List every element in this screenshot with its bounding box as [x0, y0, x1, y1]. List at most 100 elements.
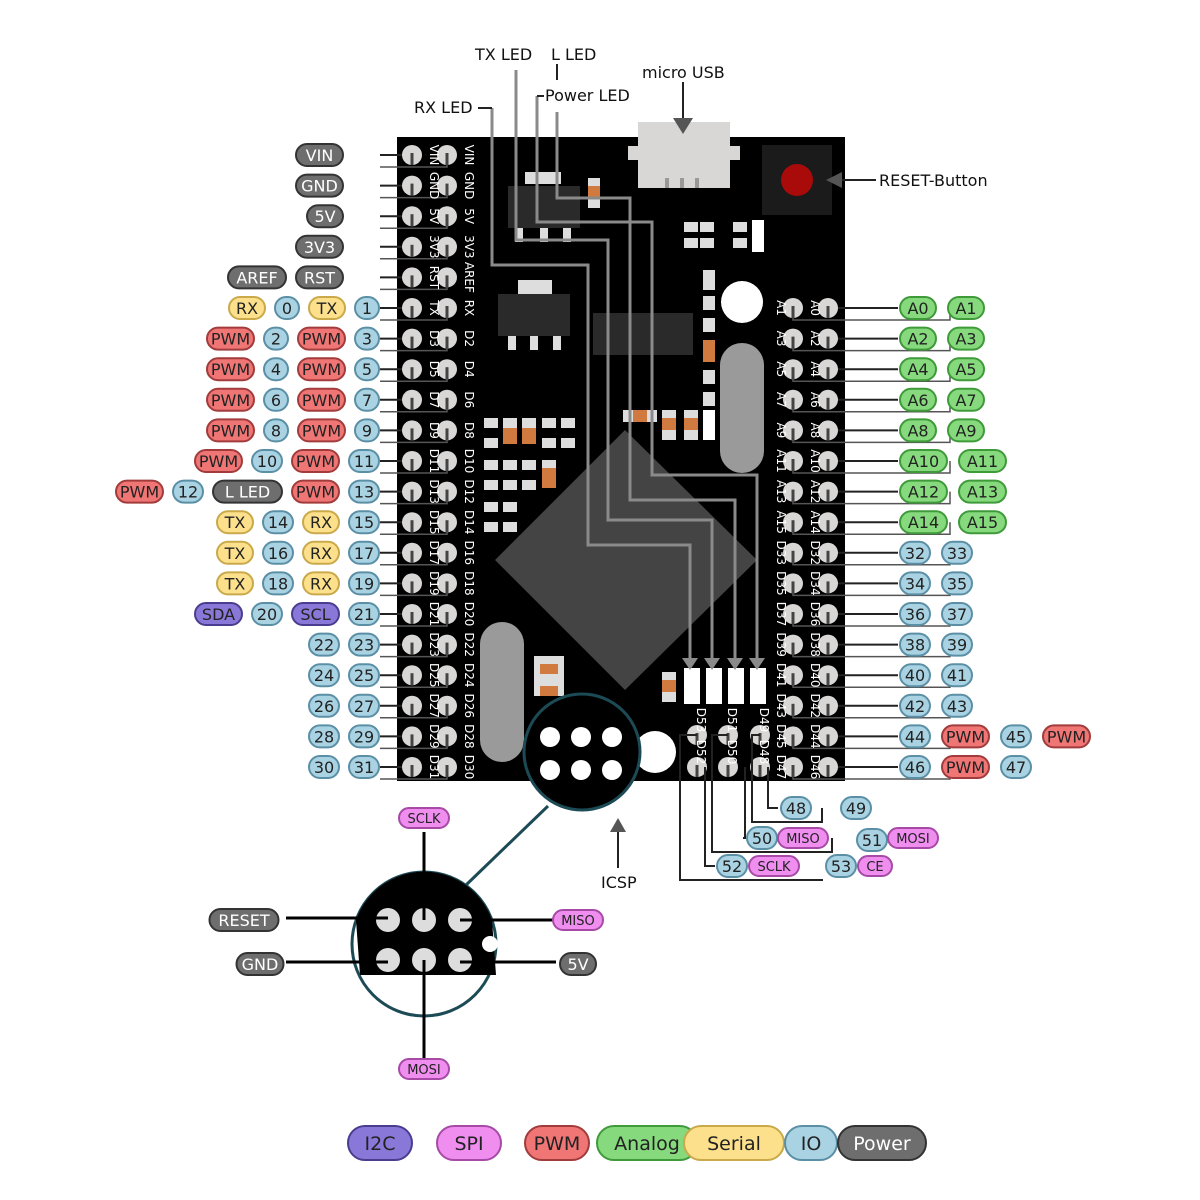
pin-tag-label: 5V — [567, 955, 588, 974]
pin-trace — [445, 244, 449, 257]
pin-silk-label: D18 — [462, 571, 476, 596]
pin-tag-io: 5 — [354, 357, 380, 382]
pin-tag-bg — [348, 632, 380, 657]
pin-tag-bg — [856, 828, 888, 852]
pin-tag-label: 7 — [362, 391, 372, 410]
pin-tag-label: 20 — [257, 605, 277, 624]
pin-tag-bg — [348, 449, 380, 473]
pin-silk-label: A4 — [808, 361, 822, 377]
pin-silk-label: D12 — [462, 479, 476, 504]
pin-trace — [445, 765, 449, 777]
pin-trace — [445, 489, 449, 502]
pin-tag-pwm: PWM — [941, 724, 990, 749]
pin-tag-pwm: PWM — [297, 387, 346, 412]
pin-tag-io: 26 — [308, 693, 340, 718]
pin-tag-bg — [348, 571, 380, 596]
pin-tag-power: 5V — [306, 204, 344, 229]
pin-silk-label: D23 — [427, 632, 441, 657]
pin-silk-label: A9 — [774, 422, 788, 438]
pin-tag-label: A4 — [907, 360, 928, 379]
pin-tag-bg — [947, 418, 985, 443]
pin-trace — [445, 428, 449, 441]
pin-tag-label: 13 — [354, 483, 374, 502]
legend-swatch — [837, 1125, 927, 1161]
pin-tag-label: 44 — [905, 727, 925, 746]
pin-tag-label: 17 — [354, 544, 374, 563]
pin-trace — [826, 428, 830, 441]
pin-trace — [445, 306, 449, 318]
pin-tag-label: MOSI — [407, 1063, 441, 1078]
legend-label: PWM — [534, 1133, 581, 1155]
micro-usb-connector — [628, 122, 740, 188]
pin-tag-label: 4 — [271, 360, 281, 379]
pin-silk-label: D28 — [462, 724, 476, 749]
pin-trace — [445, 275, 449, 288]
pin-silk-label: D30 — [462, 755, 476, 780]
pin-tag-bg — [354, 326, 380, 351]
pin-silk-label: D7 — [427, 391, 441, 408]
callout-lines — [478, 64, 876, 868]
pin-trace — [791, 612, 795, 624]
pin-tag-io: 45 — [1000, 724, 1032, 749]
pin-trace — [826, 581, 830, 594]
pin-tag-label: 21 — [354, 605, 374, 624]
pin-tag-label: 27 — [354, 697, 374, 716]
pin-tag-bg — [899, 571, 931, 596]
pin-silk-label: D6 — [462, 391, 476, 408]
pin-silk-label: D49 — [757, 708, 771, 733]
pin-tag-analog: A2 — [899, 326, 937, 351]
pin-tag-label: 33 — [947, 544, 967, 563]
pin-tag-bg — [216, 571, 254, 596]
pin-tag-i2c: SDA — [194, 602, 243, 626]
pin-tag-io: 14 — [262, 510, 294, 535]
pin-tag-io: 46 — [899, 755, 931, 779]
rx-led-label: RX LED — [414, 98, 473, 117]
legend-item-power: Power — [837, 1125, 927, 1161]
pin-tag-serial: TX — [308, 296, 346, 320]
pin-tag-bg — [348, 602, 380, 626]
pin-tag-io: 48 — [780, 796, 812, 820]
pin-tag-label: RESET — [218, 911, 269, 930]
crystal — [480, 622, 524, 762]
pin-tag-label: 28 — [314, 727, 334, 746]
pin-silk-label: A12 — [808, 480, 822, 503]
pin-tag-bg — [947, 296, 985, 320]
pin-tag-label: PWM — [946, 758, 985, 777]
reset-button[interactable] — [762, 145, 832, 215]
pin-tag-power: VIN — [295, 143, 344, 167]
pin-tag-bg — [308, 296, 346, 320]
pin-tag-io: 41 — [941, 663, 973, 688]
pin-tag-label: 10 — [257, 452, 277, 471]
pin-tag-label: 42 — [905, 697, 925, 716]
pin-tag-pwm: PWM — [206, 357, 255, 382]
pin-tag-io: 52 — [716, 854, 748, 878]
legend-label: Serial — [707, 1133, 761, 1155]
voltage-regulator — [498, 280, 570, 350]
pin-tag-analog: A11 — [958, 449, 1007, 473]
legend-item-i2c: I2C — [347, 1125, 413, 1161]
pin-tag-pwm: PWM — [297, 357, 346, 382]
pin-tag-label: 1 — [362, 299, 372, 318]
pin-tag-label: A12 — [908, 483, 939, 502]
pin-tag-label: 6 — [271, 391, 281, 410]
pin-silk-label: D15 — [427, 510, 441, 535]
pin-silk-label: VIN — [462, 145, 476, 166]
pin-tag-io: 40 — [899, 663, 931, 688]
pin-tag-io: 15 — [348, 510, 380, 535]
pin-silk-label: AREF — [462, 262, 476, 293]
pin-trace — [791, 581, 795, 594]
pin-trace — [410, 367, 414, 380]
pin-tag-bg — [295, 173, 344, 198]
pin-silk-label: A8 — [808, 422, 822, 438]
pin-trace — [826, 489, 830, 502]
pin-trace — [410, 642, 414, 655]
pin-silk-label: D31 — [427, 755, 441, 780]
pin-tag-label: 22 — [314, 636, 334, 655]
pin-trace — [758, 765, 762, 777]
pin-tag-io: 44 — [899, 724, 931, 749]
pin-tag-bg — [899, 540, 931, 565]
pin-tag-bg — [306, 204, 344, 229]
pin-silk-label: D13 — [427, 479, 441, 504]
pin-tag-io: 8 — [263, 418, 289, 443]
pin-silk-label: D14 — [462, 510, 476, 535]
